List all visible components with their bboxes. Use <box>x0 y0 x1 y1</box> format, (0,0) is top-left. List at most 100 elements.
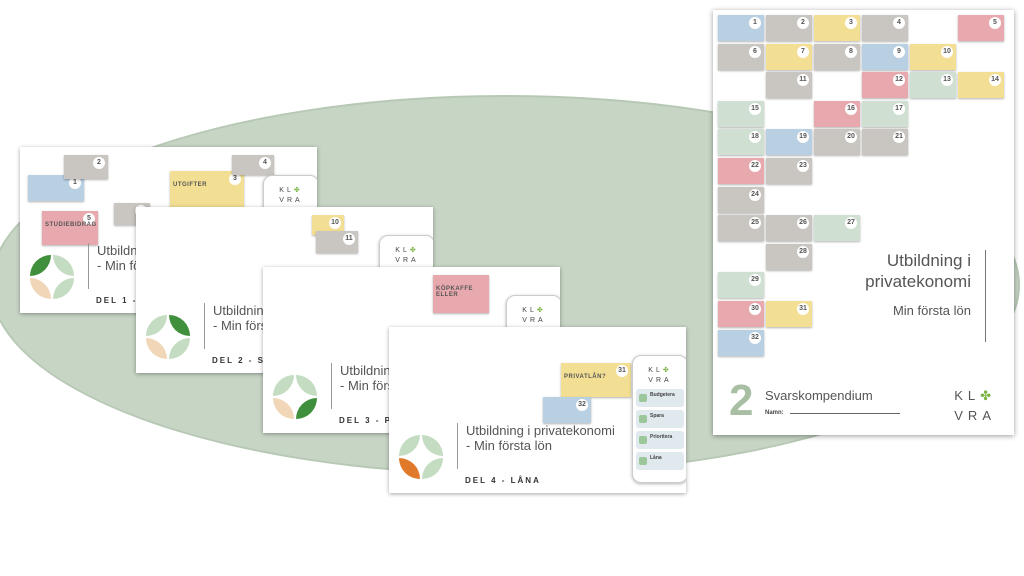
course-title: Utbildning i privatekonomi <box>466 423 615 438</box>
thumbnail-number: 3 <box>845 17 857 29</box>
brand-bottom: VRA <box>279 197 303 204</box>
booklet-thumbnail: 3 <box>814 15 860 41</box>
booklet-thumbnail: 31 <box>766 301 812 327</box>
thumbnail-number: 4 <box>893 17 905 29</box>
thumbnail-number: 32 <box>576 399 588 411</box>
booklet-thumbnail: 20 <box>814 129 860 156</box>
booklet-thumbnail: 18 <box>718 129 764 156</box>
slide-thumbnail: 32 <box>543 397 591 423</box>
title-line: privatekonomi <box>865 272 971 291</box>
slide-thumbnail: 10 <box>312 215 344 235</box>
booklet-thumbnail: 10 <box>910 43 956 70</box>
thumbnail-number: 15 <box>749 102 761 115</box>
part-label: DEL 4 - LÅNA <box>465 476 541 485</box>
slide-thumbnail: KÖPKAFFE ELLER <box>433 275 489 313</box>
slide-thumbnail: 2 <box>64 155 108 179</box>
thumbnail-number: 3 <box>229 173 241 185</box>
brand-top: KL <box>648 367 663 374</box>
brand-bottom: VRA <box>648 377 672 384</box>
booklet-thumbnail: 14 <box>958 72 1004 99</box>
thumbnail-number: 2 <box>797 17 809 29</box>
thumbnail-number: 9 <box>893 45 905 58</box>
thumbnail-number: 12 <box>893 74 905 87</box>
app-menu-item[interactable]: Budgetera <box>636 389 684 407</box>
booklet-subtitle: Min första lön <box>892 303 971 318</box>
booklet-thumbnail: 25 <box>718 215 764 242</box>
booklet-thumbnail: 6 <box>718 43 764 70</box>
booklet-thumbnail: 23 <box>766 158 812 184</box>
thumbnail-number: 32 <box>749 331 761 344</box>
thumbnail-number: 16 <box>845 102 857 115</box>
thumbnail-number: 31 <box>616 365 628 377</box>
thumbnail-number: 22 <box>749 160 761 172</box>
thumbnail-number: 23 <box>797 160 809 172</box>
name-field: Namn: <box>765 410 900 416</box>
booklet-thumbnail: 7 <box>766 43 812 70</box>
app-menu-item[interactable]: Spara <box>636 410 684 428</box>
booklet-number: 2 <box>729 376 754 425</box>
thumbnail-number: 2 <box>93 157 105 169</box>
thumbnail-number: 1 <box>69 177 81 189</box>
thumbnail-number: 6 <box>749 45 761 58</box>
brand-top: KL <box>954 388 981 403</box>
thumbnail-number: 5 <box>989 17 1001 29</box>
thumbnail-number: 8 <box>845 45 857 58</box>
app-menu-item[interactable]: Låna <box>636 452 684 470</box>
booklet-thumbnail: 22 <box>718 158 764 184</box>
thumbnail-number: 27 <box>845 217 857 230</box>
course-subtitle: - Min första lön <box>466 438 552 453</box>
thumbnail-number: 29 <box>749 274 761 287</box>
slide-thumbnail: 4 <box>232 155 274 175</box>
slide-thumbnail: 1 <box>28 175 84 201</box>
booklet-thumbnail: 11 <box>766 72 812 99</box>
thumbnail-number: 25 <box>749 217 761 230</box>
booklet-name: Svarskompendium <box>765 388 873 403</box>
thumbnail-label: KÖPKAFFE ELLER <box>436 286 473 298</box>
name-line <box>789 413 900 414</box>
thumbnail-number: 31 <box>797 303 809 315</box>
thumbnail-number: 10 <box>329 217 341 229</box>
booklet-thumbnail: 26 <box>766 215 812 242</box>
booklet-thumbnail: 15 <box>718 100 764 127</box>
thumbnail-label: PRIVATLÅN? <box>564 374 607 380</box>
booklet-thumbnail: 19 <box>766 129 812 156</box>
thumbnail-label: STUDIEBIDRAG <box>45 222 97 228</box>
klovra-logo: KL✤VRA <box>954 386 996 426</box>
thumbnail-number: 28 <box>797 245 809 258</box>
title-line: Utbildning i <box>886 251 971 270</box>
booklet-thumbnail: 28 <box>766 243 812 270</box>
slide-title: Utbildning i privatekonomi- Min första l… <box>457 423 615 469</box>
thumbnail-number: 4 <box>259 157 271 169</box>
brand-bottom: VRA <box>954 408 996 423</box>
app-brand: KL✤VRA <box>395 247 419 264</box>
thumbnail-number: 14 <box>989 74 1001 87</box>
app-brand: KL✤VRA <box>648 367 672 384</box>
thumbnail-number: 7 <box>797 45 809 58</box>
booklet-title: Utbildning i privatekonomi Min första lö… <box>865 250 986 342</box>
thumbnail-number: 13 <box>941 74 953 87</box>
thumbnail-number: 21 <box>893 131 905 144</box>
booklet-thumbnail: 2 <box>766 15 812 41</box>
app-menu-item[interactable]: Prioritera <box>636 431 684 449</box>
clover-logo-icon <box>146 315 190 359</box>
thumbnail-number: 11 <box>797 74 809 87</box>
thumbnail-number: 24 <box>749 188 761 201</box>
name-label: Namn: <box>765 410 784 416</box>
booklet-thumbnail: 5 <box>958 15 1004 41</box>
app-brand: KL✤VRA <box>279 187 303 204</box>
booklet-thumbnail: 12 <box>862 72 908 99</box>
app-brand: KL✤VRA <box>522 307 546 324</box>
thumbnail-label: UTGIFTER <box>173 182 207 188</box>
booklet-thumbnail: 1 <box>718 15 764 41</box>
brand-top: KL <box>522 307 537 314</box>
thumbnail-number: 26 <box>797 217 809 230</box>
booklet-thumbnail: 17 <box>862 100 908 127</box>
booklet-thumbnail: 9 <box>862 43 908 70</box>
thumbnail-number: 17 <box>893 102 905 115</box>
clover-logo-icon <box>30 255 74 299</box>
